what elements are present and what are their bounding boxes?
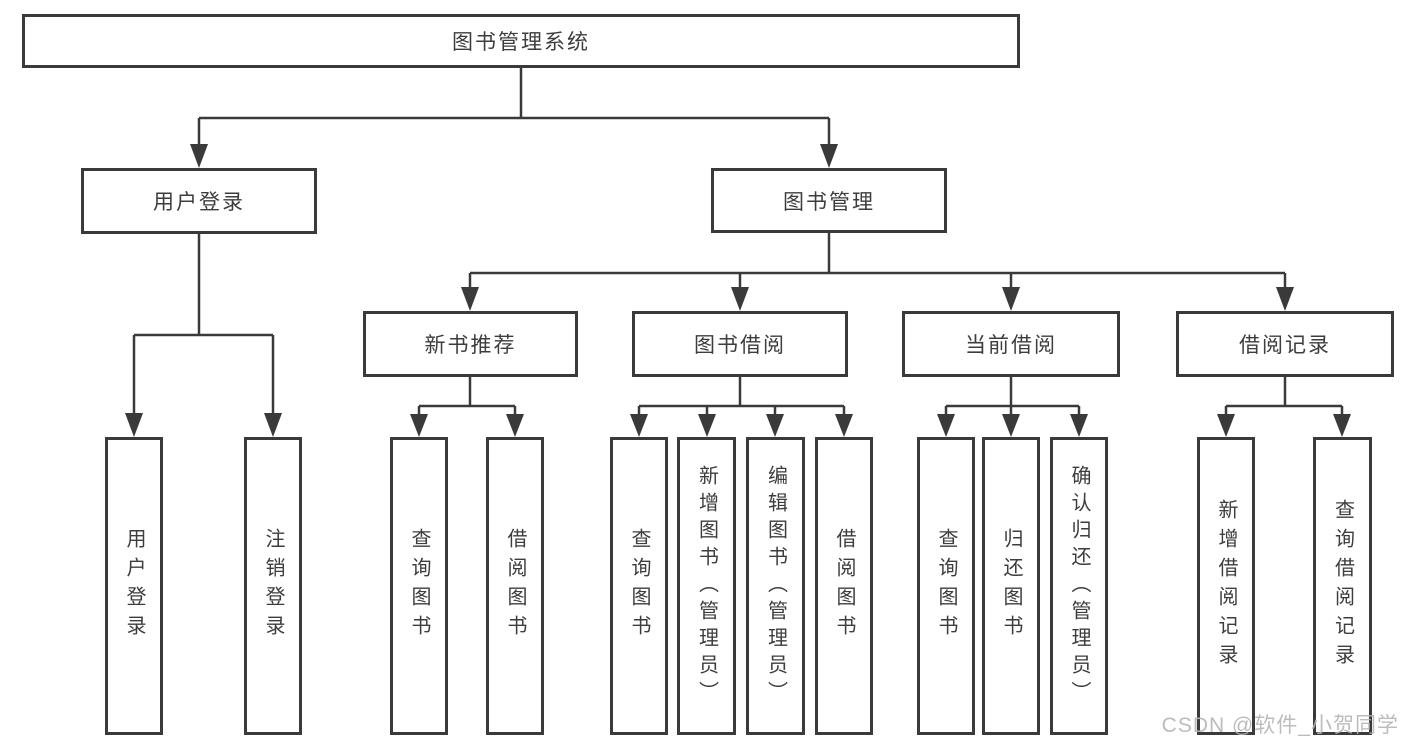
leaf-logout: 注销登录 [244,437,302,735]
leaf-user-login: 用户登录 [105,437,163,735]
leaf-edit-book-admin: 编辑图书（管理员） [746,437,805,735]
connector-book-mgmt-to-level3 [461,233,1294,311]
connector-user-login-children [125,234,282,437]
leaf-add-borrow-record: 新增借阅记录 [1197,437,1255,735]
leaf-add-book-admin: 新增图书（管理员） [677,437,736,735]
leaf-query-books-2: 查询图书 [610,437,668,735]
leaf-return-book: 归还图书 [982,437,1040,735]
leaf-query-books-3: 查询图书 [917,437,975,735]
node-book-borrow: 图书借阅 [632,311,848,377]
leaf-confirm-return-admin: 确认归还（管理员） [1050,437,1108,735]
leaf-borrow-books-2: 借阅图书 [815,437,873,735]
connector-current-borrow-children [937,377,1088,437]
leaf-query-borrow-record: 查询借阅记录 [1313,437,1372,735]
node-borrow-records: 借阅记录 [1176,311,1394,377]
connector-borrow-records-children [1217,377,1351,437]
connector-book-borrow-children [630,377,853,437]
node-library-system: 图书管理系统 [22,14,1020,68]
leaf-query-books-1: 查询图书 [390,437,448,735]
node-new-book-recommend: 新书推荐 [363,311,578,377]
node-current-borrow: 当前借阅 [902,311,1120,377]
leaf-borrow-books-1: 借阅图书 [486,437,544,735]
connector-new-book-children [410,377,524,437]
connector-root-to-level2 [190,68,838,168]
watermark: CSDN @软件_小贺同学 [1161,714,1399,737]
node-user-login: 用户登录 [81,168,317,234]
node-book-management: 图书管理 [711,168,947,233]
